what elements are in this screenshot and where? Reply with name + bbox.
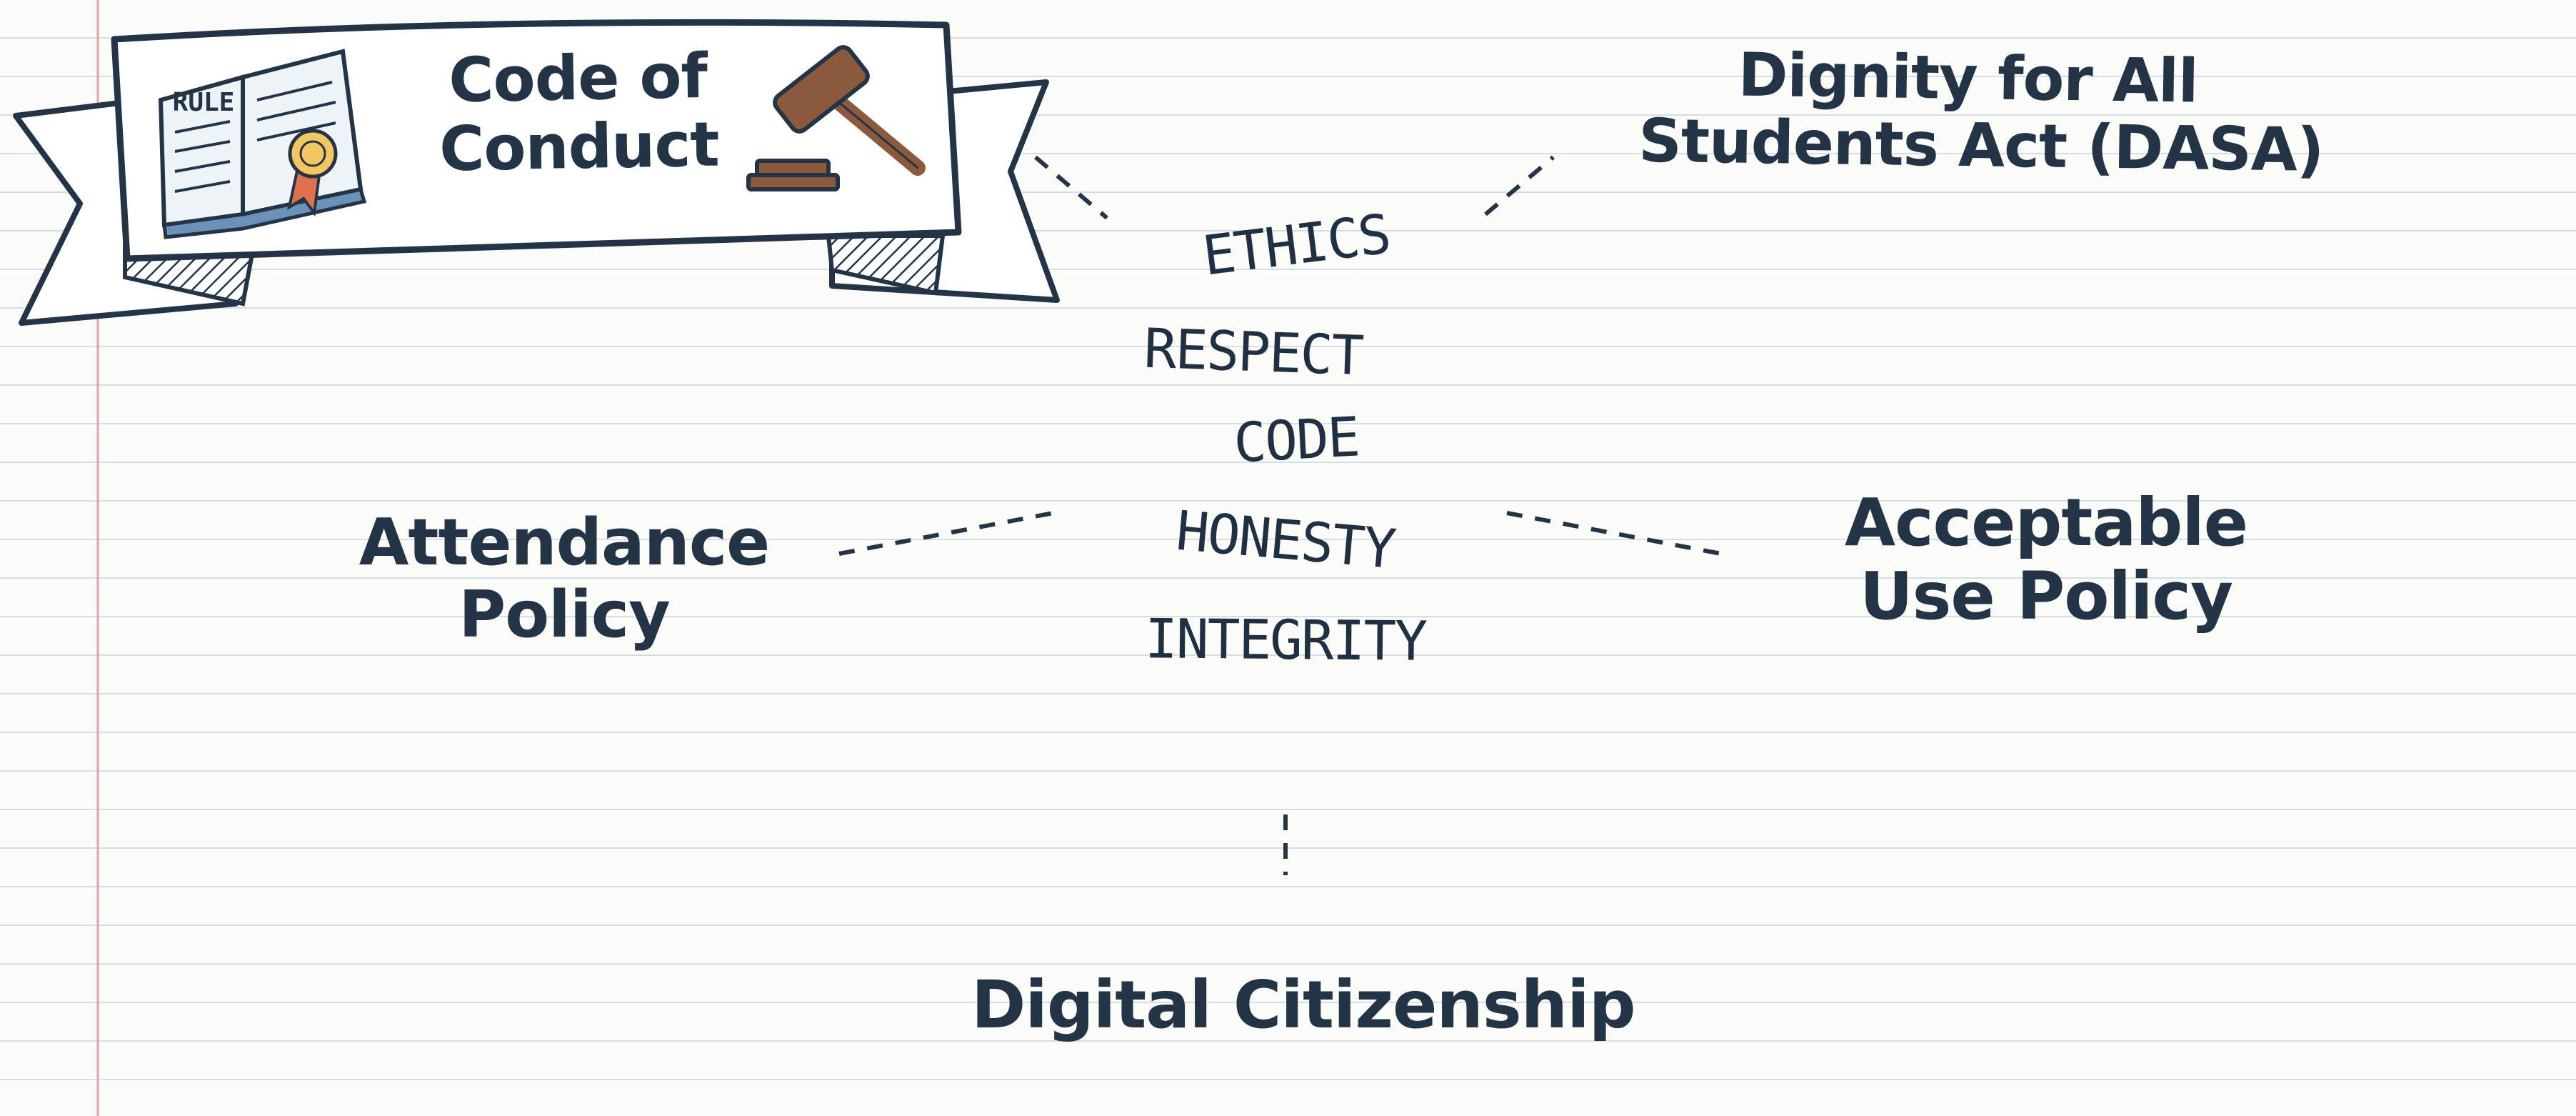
dasa-line1: Dignity for All — [1738, 39, 2199, 116]
attendance-line2: Policy — [458, 577, 671, 652]
acceptable-use-line2: Use Policy — [1859, 558, 2233, 635]
rule-tag: RULE — [173, 88, 235, 117]
code-of-conduct-line2: Conduct — [438, 109, 720, 186]
connector-attendance — [838, 511, 1054, 556]
attendance-policy-title: Attendance Policy — [357, 507, 771, 652]
connector-acceptable-use — [1506, 511, 1722, 556]
connector-code-of-conduct — [1034, 155, 1108, 220]
dashed-connectors — [838, 155, 1722, 875]
ribbon-seal-icon — [287, 129, 338, 217]
connector-dasa — [1484, 155, 1555, 216]
acceptable-use-policy-title: Acceptable Use Policy — [1828, 486, 2264, 633]
digital-citizenship-title: Digital Citizenship — [971, 967, 1636, 1043]
attendance-line1: Attendance — [359, 505, 770, 580]
sign-label-respect: RESPECT — [1143, 316, 1364, 388]
code-of-conduct-title: Code of Conduct — [399, 40, 758, 186]
dasa-title: Dignity for All Students Act (DASA) — [1638, 39, 2324, 186]
sign-label-integrity: INTEGRITY — [1144, 607, 1427, 673]
code-of-conduct-banner: RULE — [13, 19, 1060, 326]
acceptable-use-line1: Acceptable — [1844, 484, 2248, 561]
dasa-line2: Students Act (DASA) — [1638, 105, 2324, 186]
gavel-icon — [746, 45, 926, 191]
rule-book-icon: RULE — [158, 49, 367, 239]
code-of-conduct-line1: Code of — [448, 40, 708, 117]
